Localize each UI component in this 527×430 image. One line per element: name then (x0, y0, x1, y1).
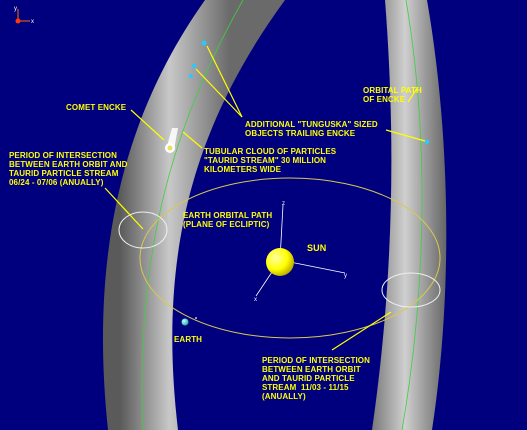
triad-axis-x: x (31, 19, 34, 25)
earth-moon (195, 317, 197, 319)
earth (181, 318, 189, 326)
label-orbital-path-encke: ORBITAL PATH OF ENCKE (363, 86, 422, 104)
label-tubular-cloud: TUBULAR CLOUD OF PARTICLES "TAURID STREA… (204, 147, 337, 174)
label-earth: EARTH (174, 335, 203, 344)
intersection-june-marker (118, 211, 168, 249)
sun (266, 248, 294, 276)
label-additional-objects: ADDITIONAL "TUNGUSKA" SIZED OBJECTS TRAI… (245, 120, 378, 138)
sun-axis-x: x (254, 297, 257, 303)
label-comet-encke: COMET ENCKE (66, 103, 127, 112)
comet-encke (165, 128, 178, 153)
label-earth-orbital-path: EARTH ORBITAL PATH (PLANE OF ECLIPTIC) (183, 211, 273, 229)
label-intersection-november: PERIOD OF INTERSECTION BETWEEN EARTH ORB… (262, 356, 370, 401)
orientation-triad (15, 9, 30, 24)
tunguska-objects (189, 40, 430, 145)
taurid-stream-tube (102, 0, 285, 430)
label-sun: SUN (307, 243, 327, 253)
encke-orbital-path (141, 0, 244, 430)
label-intersection-june: PERIOD OF INTERSECTION BETWEEN EARTH ORB… (9, 151, 128, 187)
triad-axis-y: y (14, 6, 17, 12)
intersection-november-marker (381, 272, 441, 308)
taurid-stream-tube-right (372, 0, 447, 430)
sun-axis-z: z (282, 201, 285, 207)
earth-orbit-ellipse (139, 177, 441, 339)
sun-axis-y: y (344, 273, 347, 279)
leader-lines (104, 45, 426, 351)
encke-orbital-path-right (401, 0, 423, 430)
